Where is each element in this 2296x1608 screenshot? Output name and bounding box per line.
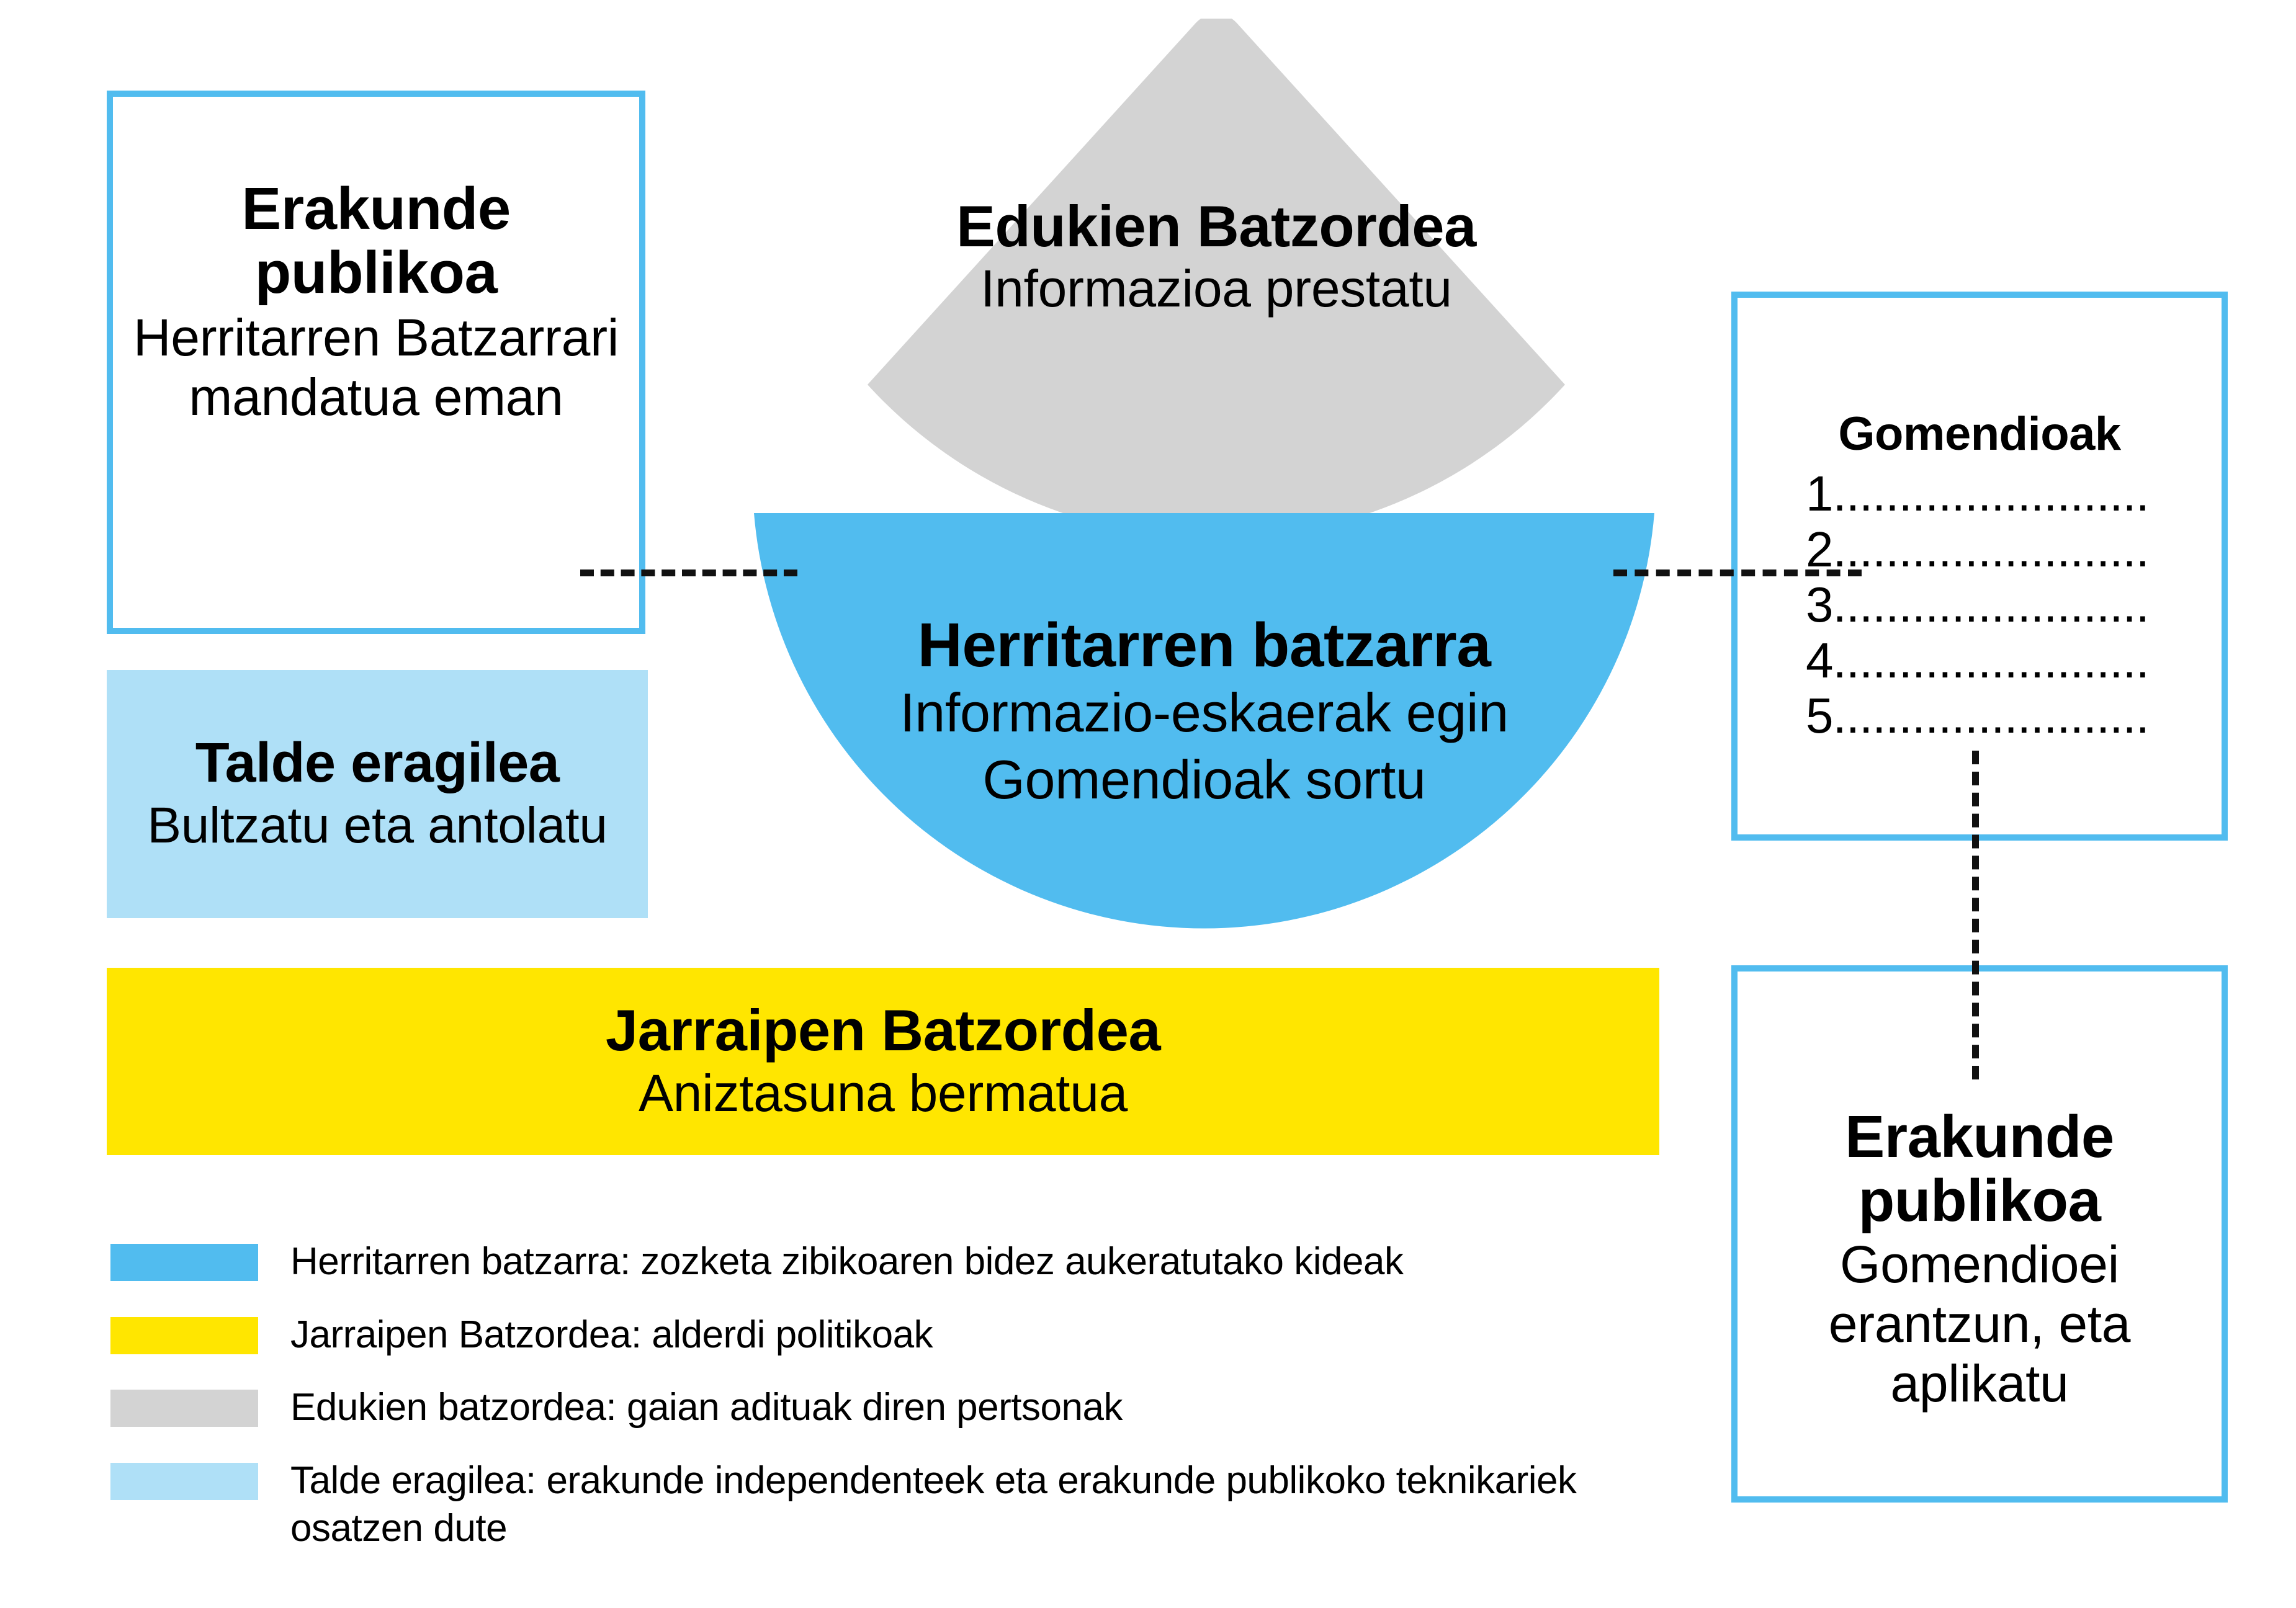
citizens-assembly-shape (754, 513, 1654, 929)
follow-up-committee-title: Jarraipen Batzordea (605, 997, 1161, 1063)
legend-item: Jarraipen Batzordea: alderdi politikoak (110, 1311, 1662, 1359)
right-public-institution-box: Erakunde publikoa Gomendioei erantzun, e… (1731, 965, 2228, 1503)
legend-label-working-group: Talde eragilea: erakunde independenteek … (290, 1458, 1577, 1550)
recommendation-line-2: 2......................... (1806, 521, 2153, 577)
recommendations-title: Gomendioak (1838, 408, 2121, 460)
working-group-title: Talde eragilea (195, 732, 560, 795)
legend-item: Talde eragilea: erakunde independenteek … (110, 1457, 1662, 1553)
connector-down-dashed-line (1972, 751, 1979, 1079)
recommendation-line-3: 3......................... (1806, 577, 2153, 633)
legend-item: Herritarren batzarra: zozketa zibikoaren… (110, 1238, 1662, 1286)
legend-swatch-content-committee (110, 1390, 258, 1427)
content-committee-text-group: Edukien Batzordea Informazioa prestatu (863, 195, 1570, 318)
content-committee-sector-shape (868, 19, 1565, 515)
follow-up-committee-subtitle: Aniztasuna bermatua (638, 1064, 1128, 1123)
citizens-assembly-text-group: Herritarren batzarra Informazio-eskaerak… (753, 612, 1656, 812)
citizens-assembly-subtitle-1: Informazio-eskaerak egin (900, 682, 1509, 743)
connector-right-dashed-line (1613, 570, 1862, 576)
legend: Herritarren batzarra: zozketa zibikoaren… (110, 1238, 1662, 1578)
citizens-assembly-halfdisc: Herritarren batzarra Informazio-eskaerak… (753, 513, 1656, 966)
legend-item: Edukien batzordea: gaian adituak diren p… (110, 1383, 1662, 1432)
right-public-institution-subtitle: Gomendioei erantzun, eta aplikatu (1828, 1235, 2131, 1413)
recommendations-box: Gomendioak 1......................... 2.… (1731, 292, 2228, 841)
right-public-institution-title: Erakunde publikoa (1845, 1104, 2114, 1234)
recommendation-line-5: 5......................... (1806, 688, 2153, 744)
content-committee-title: Edukien Batzordea (956, 194, 1476, 259)
content-committee-subtitle: Informazioa prestatu (980, 259, 1452, 318)
legend-label-follow-up-committee: Jarraipen Batzordea: alderdi politikoak (290, 1313, 933, 1356)
legend-label-citizens-assembly: Herritarren batzarra: zozketa zibikoaren… (290, 1240, 1404, 1283)
left-public-institution-title: Erakunde publikoa (241, 176, 511, 306)
content-committee-sector: Edukien Batzordea Informazioa prestatu (863, 19, 1570, 515)
legend-swatch-follow-up-committee (110, 1316, 258, 1354)
legend-swatch-citizens-assembly (110, 1244, 258, 1281)
legend-label-content-committee: Edukien batzordea: gaian adituak diren p… (290, 1386, 1123, 1429)
connector-left-dashed-line (580, 570, 797, 576)
left-public-institution-box: Erakunde publikoa Herritarren Batzarrari… (107, 91, 645, 634)
legend-swatch-working-group (110, 1462, 258, 1500)
citizens-assembly-title: Herritarren batzarra (917, 610, 1491, 680)
recommendation-line-1: 1......................... (1806, 466, 2153, 521)
left-public-institution-subtitle: Herritarren Batzarrari mandatua eman (133, 308, 619, 427)
working-group-subtitle: Bultzatu eta antolatu (147, 797, 608, 854)
follow-up-committee-block: Jarraipen Batzordea Aniztasuna bermatua (107, 968, 1659, 1155)
working-group-block: Talde eragilea Bultzatu eta antolatu (107, 670, 648, 918)
citizens-assembly-subtitle-2: Gomendioak sortu (982, 748, 1426, 810)
recommendation-line-4: 4......................... (1806, 632, 2153, 688)
